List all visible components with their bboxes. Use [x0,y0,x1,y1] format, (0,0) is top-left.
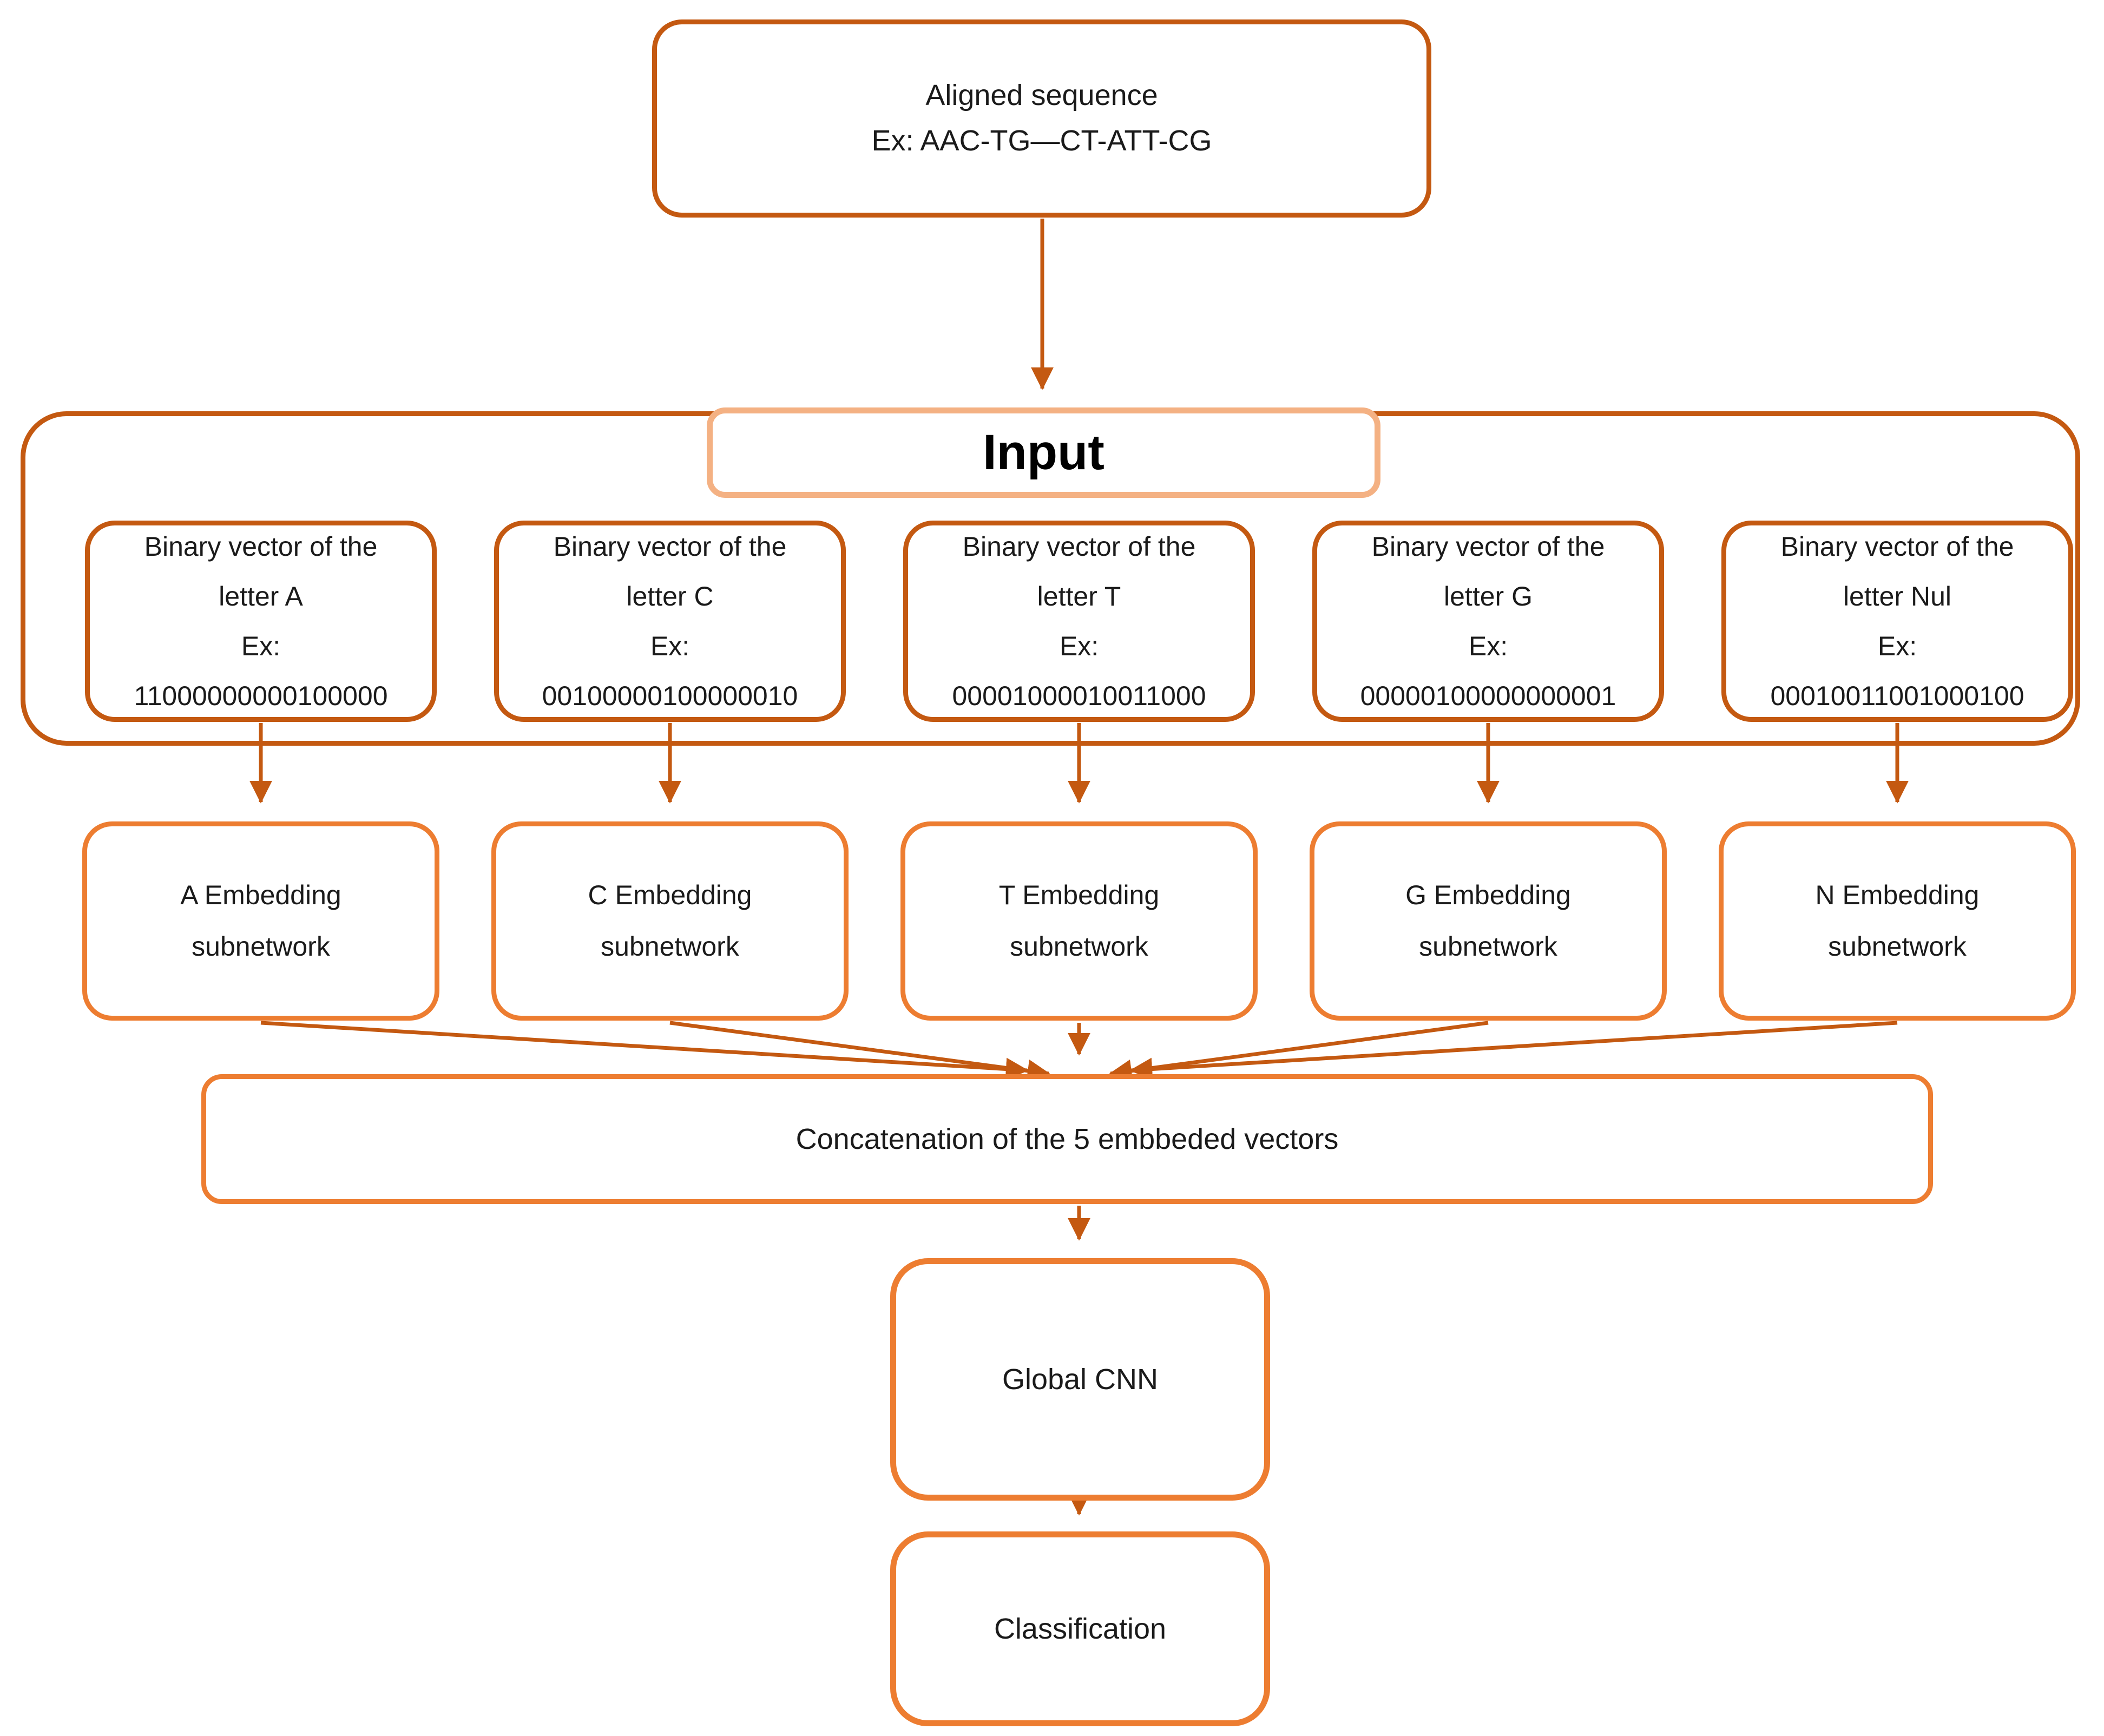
arrow-embed-a-to-concat [260,1021,1029,1081]
embedding-label: A Embedding [180,880,341,910]
arrow-embed-g-to-concat [1109,1021,1489,1082]
binary-value: 11000000000100000 [134,681,388,711]
aligned-sequence-title: Aligned sequence [925,79,1158,112]
binary-ex-label: Ex: [1877,631,1917,661]
binary-letter: letter Nul [1843,581,1952,611]
binary-letter: letter A [219,581,303,611]
embedding-label2: subnetwork [601,931,739,962]
embedding-label: T Embedding [998,880,1160,910]
binary-title: Binary vector of the [962,531,1196,562]
embedding-label: N Embedding [1815,880,1980,910]
binary-title: Binary vector of the [1371,531,1605,562]
classification-box: Classification [890,1531,1270,1726]
input-header-box: Input [707,407,1380,498]
embedding-label2: subnetwork [1828,931,1967,962]
embedding-box-a: A Embedding subnetwork [82,821,439,1021]
classification-label: Classification [994,1613,1167,1645]
embedding-label2: subnetwork [1419,931,1557,962]
arrow-embed-c-to-concat [669,1021,1050,1082]
embedding-label2: subnetwork [192,931,330,962]
binary-ex-label: Ex: [1468,631,1508,661]
aligned-sequence-example: Ex: AAC-TG—CT-ATT-CG [871,124,1212,157]
concatenation-box: Concatenation of the 5 embbeded vectors [201,1074,1933,1204]
arrow-embed-n-to-concat [1129,1021,1898,1081]
binary-ex-label: Ex: [650,631,690,661]
embedding-box-g: G Embedding subnetwork [1310,821,1667,1021]
embedding-box-n: N Embedding subnetwork [1719,821,2076,1021]
binary-value: 00000100000000001 [1360,681,1616,711]
embedding-box-t: T Embedding subnetwork [900,821,1258,1021]
binary-vector-box-t: Binary vector of the letter T Ex: 000010… [903,521,1255,722]
aligned-sequence-box: Aligned sequence Ex: AAC-TG—CT-ATT-CG [652,19,1431,218]
global-cnn-box: Global CNN [890,1258,1270,1501]
concatenation-label: Concatenation of the 5 embbeded vectors [795,1123,1339,1155]
embedding-label: C Embedding [588,880,752,910]
binary-value: 00010011001000100 [1770,681,2024,711]
embedding-label2: subnetwork [1010,931,1148,962]
binary-letter: letter G [1444,581,1533,611]
binary-title: Binary vector of the [1780,531,2014,562]
embedding-box-c: C Embedding subnetwork [491,821,849,1021]
binary-vector-box-g: Binary vector of the letter G Ex: 000001… [1312,521,1664,722]
input-header-label: Input [983,425,1104,480]
binary-value: 00001000010011000 [952,681,1206,711]
binary-vector-box-nul: Binary vector of the letter Nul Ex: 0001… [1721,521,2073,722]
binary-letter: letter C [626,581,714,611]
embedding-label: G Embedding [1405,880,1571,910]
binary-value: 00100000100000010 [542,681,798,711]
binary-title: Binary vector of the [553,531,787,562]
binary-vector-box-c: Binary vector of the letter C Ex: 001000… [494,521,846,722]
binary-title: Binary vector of the [144,531,378,562]
binary-vector-box-a: Binary vector of the letter A Ex: 110000… [85,521,437,722]
global-cnn-label: Global CNN [1002,1363,1159,1396]
binary-letter: letter T [1037,581,1121,611]
binary-ex-label: Ex: [1059,631,1099,661]
binary-ex-label: Ex: [241,631,281,661]
